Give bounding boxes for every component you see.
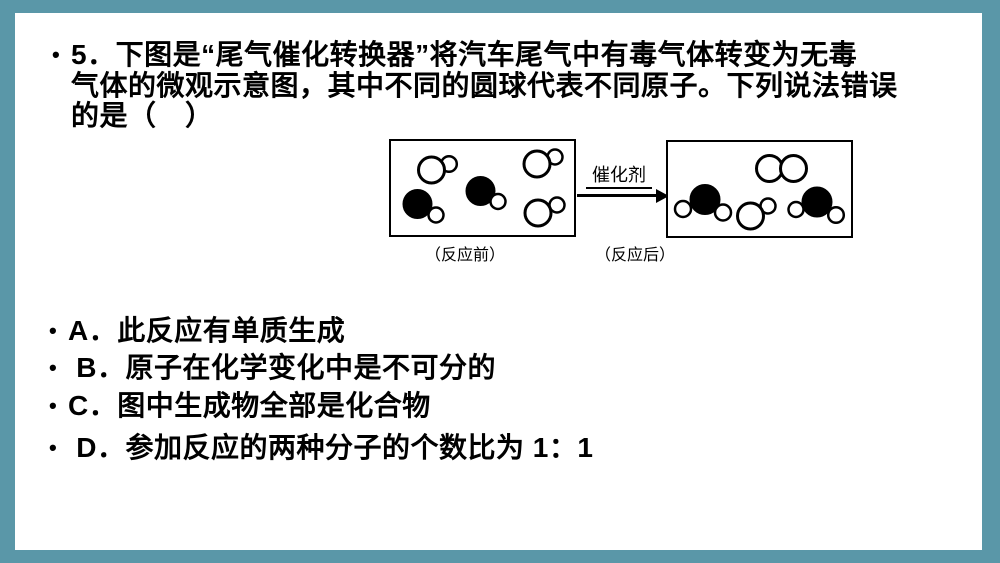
question-line-2: 气体的微观示意图，其中不同的圆球代表不同原子。下列说法错误: [71, 69, 898, 101]
reaction-arrow-shaft: [577, 194, 659, 197]
bullet-icon: •: [52, 42, 60, 67]
option-d-label: D．参加反应的两种分子的个数比为 1：1: [68, 432, 594, 463]
option-c-label: C．图中生成物全部是化合物: [68, 390, 431, 421]
after-label: （反应后）: [594, 247, 675, 264]
question-line-1: 5．下图是“尾气催化转换器”将汽车尾气中有毒气体转变为无毒: [71, 39, 858, 70]
option-b: • B．原子在化学变化中是不可分的: [49, 353, 496, 383]
option-a: • A．此反应有单质生成: [49, 316, 345, 346]
bullet-icon: •: [49, 435, 57, 460]
before-reaction-box: [389, 139, 576, 237]
question-text: 5．下图是“尾气催化转换器”将汽车尾气中有毒气体转变为无毒 气体的微观示意图，其…: [71, 39, 898, 132]
option-b-label: B．原子在化学变化中是不可分的: [68, 352, 497, 383]
reaction-arrow-head-icon: [656, 188, 669, 203]
question-line-3: 的是（ ）: [71, 100, 214, 131]
option-d: • D．参加反应的两种分子的个数比为 1：1: [49, 433, 593, 463]
before-molecules-drawing: [402, 148, 566, 228]
option-c: • C．图中生成物全部是化合物: [49, 391, 431, 421]
before-label: （反应前）: [424, 247, 505, 264]
after-molecules-drawing: [673, 154, 846, 231]
bullet-icon: •: [49, 393, 57, 418]
option-a-label: A．此反应有单质生成: [68, 315, 346, 346]
bullet-icon: •: [49, 355, 57, 380]
after-reaction-box: [666, 140, 853, 238]
slide-panel: • 5．下图是“尾气催化转换器”将汽车尾气中有毒气体转变为无毒 气体的微观示意图…: [15, 13, 982, 550]
catalyst-label: 催化剂: [586, 165, 652, 189]
bullet-icon: •: [49, 318, 57, 343]
question-block: • 5．下图是“尾气催化转换器”将汽车尾气中有毒气体转变为无毒 气体的微观示意图…: [52, 39, 962, 132]
